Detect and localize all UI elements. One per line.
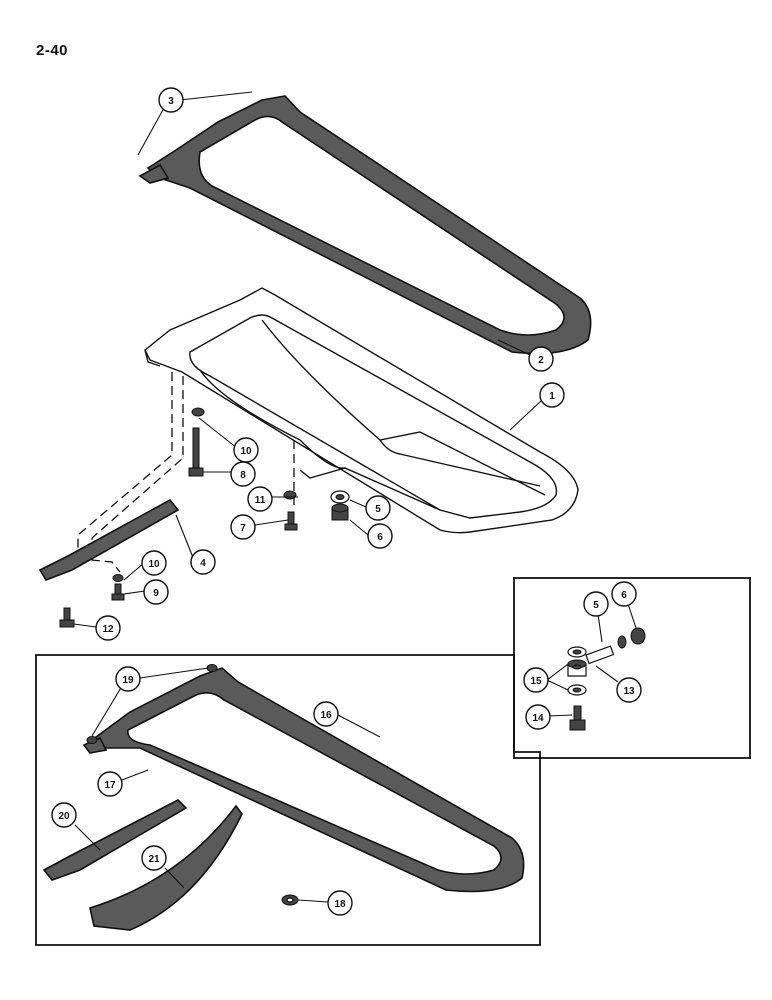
- svg-text:5: 5: [375, 504, 381, 515]
- callout-18: 18: [327, 890, 353, 916]
- svg-text:7: 7: [240, 523, 246, 534]
- svg-text:6: 6: [621, 590, 627, 601]
- svg-text:9: 9: [153, 588, 159, 599]
- clip-19-upper: [206, 664, 218, 672]
- leader-lines: [73, 91, 637, 903]
- svg-text:8: 8: [240, 470, 246, 481]
- callout-10-upper: 10: [233, 437, 259, 463]
- callout-9: 9: [143, 579, 169, 605]
- callout-7: 7: [230, 514, 256, 540]
- svg-text:1: 1: [549, 391, 555, 402]
- callout-11: 11: [247, 486, 273, 512]
- svg-text:19: 19: [122, 675, 134, 686]
- lower-oil-pan-gasket: [82, 667, 525, 893]
- callout-19: 19: [115, 666, 141, 692]
- svg-text:16: 16: [320, 710, 332, 721]
- oil-pan: [144, 287, 579, 534]
- callout-4: 4: [190, 549, 216, 575]
- rear-seal-20: [42, 799, 188, 881]
- svg-text:17: 17: [104, 780, 116, 791]
- hardware-group: [188, 407, 350, 531]
- callout-13: 13: [616, 677, 642, 703]
- svg-text:4: 4: [200, 558, 206, 569]
- svg-text:21: 21: [148, 854, 160, 865]
- svg-text:13: 13: [623, 686, 635, 697]
- callout-12: 12: [95, 615, 121, 641]
- lower-hardware: [59, 574, 125, 628]
- callout-8: 8: [230, 461, 256, 487]
- callout-6-detail: 6: [611, 581, 637, 607]
- svg-text:15: 15: [530, 676, 542, 687]
- callout-6-pan: 6: [367, 523, 393, 549]
- callout-20: 20: [51, 802, 77, 828]
- callout-1: 1: [539, 382, 565, 408]
- svg-text:10: 10: [148, 559, 160, 570]
- svg-text:5: 5: [593, 600, 599, 611]
- front-curved-seal-21: [89, 804, 243, 931]
- svg-text:11: 11: [255, 495, 266, 506]
- callout-14: 14: [525, 704, 551, 730]
- upper-oil-pan-gasket: [138, 95, 592, 355]
- callout-21: 21: [141, 845, 167, 871]
- callout-3: 3: [158, 87, 184, 113]
- callout-5-pan: 5: [365, 495, 391, 521]
- svg-text:20: 20: [58, 811, 70, 822]
- callout-16: 16: [313, 701, 339, 727]
- svg-text:10: 10: [240, 446, 252, 457]
- callout-10-lower: 10: [141, 550, 167, 576]
- drain-detail-box: [513, 577, 751, 759]
- svg-text:3: 3: [168, 96, 174, 107]
- callout-15: 15: [523, 667, 549, 693]
- callout-5-detail: 5: [583, 591, 609, 617]
- svg-text:6: 6: [377, 532, 383, 543]
- svg-text:12: 12: [102, 624, 114, 635]
- svg-text:2: 2: [538, 355, 544, 366]
- page-number: 2-40: [36, 42, 69, 59]
- gasket-kit-box: [35, 654, 541, 946]
- callout-17: 17: [97, 771, 123, 797]
- rear-seal-strip: [38, 498, 180, 581]
- svg-text:18: 18: [334, 899, 346, 910]
- svg-text:14: 14: [532, 713, 544, 724]
- callout-2: 2: [528, 346, 554, 372]
- clip-19-lower: [86, 736, 98, 744]
